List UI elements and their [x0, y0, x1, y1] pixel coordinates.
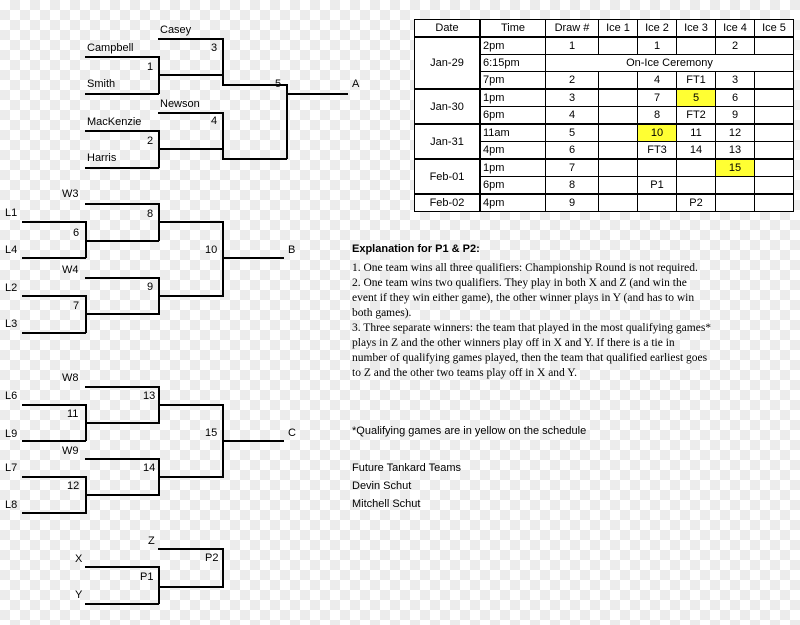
game-p2: P2 [205, 552, 219, 564]
game-1: 1 [147, 61, 154, 73]
table-row: 4pm 6 FT3 14 13 [415, 141, 794, 160]
game-8: 8 [147, 208, 154, 220]
qualifying-game: 5 [676, 88, 716, 107]
future-team-2: Mitchell Schut [352, 498, 421, 510]
label-w3: W3 [62, 188, 79, 200]
label-l8: L8 [5, 499, 18, 511]
label-z: Z [148, 535, 155, 547]
game-11: 11 [67, 408, 79, 420]
schedule-header-row: Date Time Draw # Ice 1 Ice 2 Ice 3 Ice 4… [414, 19, 794, 38]
header-ice5: Ice 5 [754, 19, 794, 38]
game-7: 7 [73, 300, 80, 312]
table-row: 6:15pm On-Ice Ceremony [415, 54, 794, 72]
result-c: C [288, 427, 296, 439]
table-row: 7pm 2 4 FT1 3 [415, 71, 794, 90]
game-3: 3 [211, 42, 218, 54]
date-jan31: Jan-31 [414, 123, 481, 160]
on-ice-ceremony: On-Ice Ceremony [545, 54, 794, 72]
notes-heading: Explanation for P1 & P2: [352, 243, 480, 255]
label-l9: L9 [5, 428, 18, 440]
label-y: Y [75, 589, 83, 601]
label-l3: L3 [5, 318, 18, 330]
result-a: A [352, 78, 360, 90]
header-ice2: Ice 2 [637, 19, 677, 38]
label-l6: L6 [5, 390, 18, 402]
game-12: 12 [67, 480, 80, 492]
table-row: Jan-29 2pm 1 1 2 [414, 36, 794, 90]
future-teams-title: Future Tankard Teams [352, 462, 462, 474]
note-3: 3. Three separate winners: the team that… [352, 322, 712, 379]
label-w9: W9 [62, 445, 79, 457]
header-date: Date [414, 19, 481, 38]
game-15: 15 [205, 427, 218, 439]
team-campbell: Campbell [87, 42, 134, 54]
label-w4: W4 [62, 264, 79, 276]
game-14: 14 [143, 462, 156, 474]
table-row: Feb-01 1pm 7 15 [414, 158, 794, 195]
date-jan30: Jan-30 [414, 88, 481, 125]
schedule-table: Date Time Draw # Ice 1 Ice 2 Ice 3 Ice 4… [414, 19, 794, 212]
table-row: Feb-02 4pm 9 P2 [414, 193, 794, 212]
header-draw: Draw # [545, 19, 599, 38]
label-w8: W8 [62, 372, 79, 384]
game-13: 13 [143, 390, 156, 402]
table-row: Jan-30 1pm 3 7 5 6 [414, 88, 794, 125]
game-5: 5 [275, 78, 282, 90]
game-p1: P1 [140, 571, 154, 583]
team-newson: Newson [160, 98, 200, 110]
qualifying-footnote: *Qualifying games are in yellow on the s… [352, 425, 587, 437]
label-x: X [75, 553, 83, 565]
game-9: 9 [147, 281, 154, 293]
game-4: 4 [211, 115, 218, 127]
game-10: 10 [205, 244, 218, 256]
note-1: 1. One team wins all three qualifiers: C… [352, 262, 698, 274]
label-l1: L1 [5, 207, 18, 219]
header-time: Time [479, 19, 546, 38]
label-l2: L2 [5, 282, 18, 294]
header-ice4: Ice 4 [715, 19, 755, 38]
explanation-notes: Explanation for P1 & P2: 1. One team win… [352, 242, 712, 381]
team-casey: Casey [160, 24, 192, 36]
result-b: B [288, 244, 296, 256]
date-jan29: Jan-29 [414, 36, 481, 90]
future-team-1: Devin Schut [352, 480, 412, 492]
qualifying-game: 15 [715, 158, 755, 177]
game-2: 2 [147, 135, 154, 147]
team-smith: Smith [87, 78, 116, 90]
team-mackenzie: MacKenzie [87, 116, 142, 128]
game-6: 6 [73, 227, 80, 239]
table-row: Jan-31 11am 5 10 11 12 [414, 123, 794, 160]
header-ice1: Ice 1 [598, 19, 638, 38]
qualifying-game: 10 [637, 123, 677, 142]
header-ice3: Ice 3 [676, 19, 716, 38]
note-2: 2. One team wins two qualifiers. They pl… [352, 277, 695, 319]
label-l4: L4 [5, 244, 18, 256]
label-l7: L7 [5, 462, 18, 474]
date-feb01: Feb-01 [414, 158, 481, 195]
team-harris: Harris [87, 152, 117, 164]
date-feb02: Feb-02 [414, 193, 481, 212]
